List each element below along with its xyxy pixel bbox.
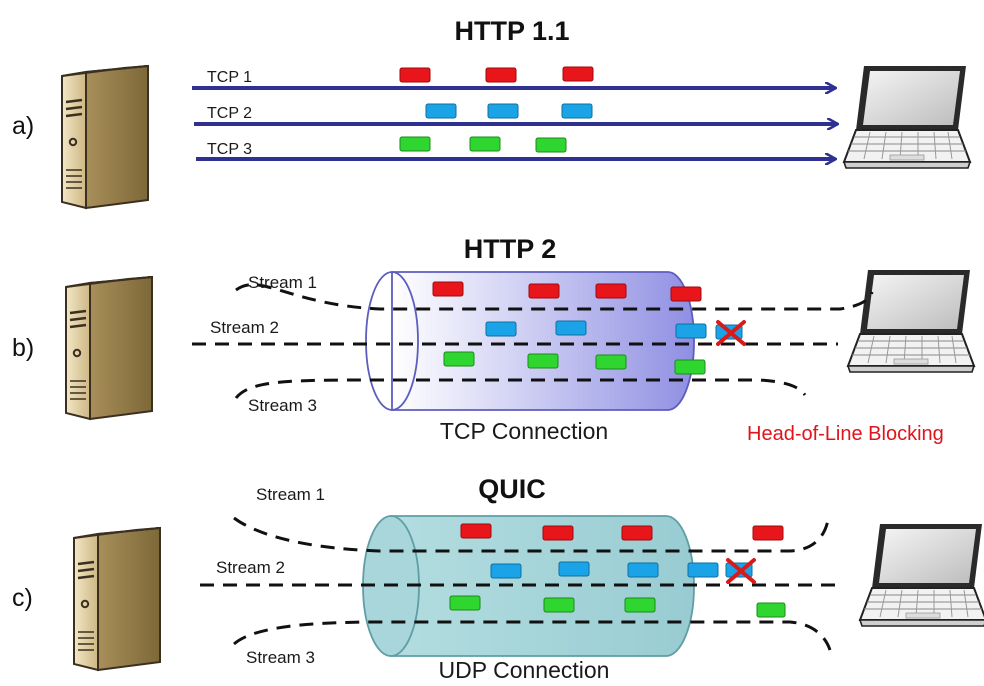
- packet: [756, 602, 786, 618]
- udp-connection-label: UDP Connection: [439, 657, 610, 683]
- quic-stream1-label: Stream 1: [256, 485, 325, 504]
- http11-packets: [399, 66, 594, 153]
- server-icon: [60, 64, 150, 210]
- blocked-x-icon: [725, 558, 756, 584]
- packet: [674, 359, 706, 375]
- quic-stream3-label: Stream 3: [246, 648, 315, 667]
- server-icon: [64, 275, 154, 421]
- tcp1-label: TCP 1: [207, 69, 252, 86]
- packet: [487, 103, 519, 119]
- packet: [555, 320, 587, 336]
- packet: [399, 67, 431, 83]
- packet: [425, 103, 457, 119]
- tcp-connection-label: TCP Connection: [440, 418, 608, 444]
- http2-stream2-label: Stream 2: [210, 318, 279, 337]
- tcp-connection-pipe: [365, 271, 695, 411]
- packet: [627, 562, 659, 578]
- head-of-line-blocking-label: Head-of-Line Blocking: [747, 423, 944, 445]
- laptop-icon: [859, 523, 984, 627]
- section-title-quic: QUIC: [478, 474, 546, 504]
- packet: [670, 286, 702, 302]
- packet: [528, 283, 560, 299]
- packet: [469, 136, 501, 152]
- section-title-http2: HTTP 2: [464, 234, 557, 264]
- packet: [562, 66, 594, 82]
- packet: [595, 354, 627, 370]
- http2-packets: [432, 281, 707, 375]
- packet: [675, 323, 707, 339]
- section-title-http11: HTTP 1.1: [454, 16, 569, 46]
- packet: [542, 525, 574, 541]
- packet: [561, 103, 593, 119]
- packet: [595, 283, 627, 299]
- packet: [752, 525, 784, 541]
- row-label-c: c): [12, 584, 33, 612]
- blocked-x-icon: [715, 320, 746, 346]
- quic-stream2-label: Stream 2: [216, 558, 285, 577]
- packet: [535, 137, 567, 153]
- packet: [460, 523, 492, 539]
- quic-packets: [449, 523, 786, 618]
- packet: [558, 561, 590, 577]
- laptop-icon: [843, 65, 971, 169]
- packet: [490, 563, 522, 579]
- packet: [485, 321, 517, 337]
- packet: [687, 562, 719, 578]
- packet: [399, 136, 431, 152]
- laptop-icon: [847, 269, 975, 373]
- server-icon: [72, 526, 162, 672]
- packet: [624, 597, 656, 613]
- http2-stream1-label: Stream 1: [248, 273, 317, 292]
- tcp2-label: TCP 2: [207, 105, 252, 122]
- packet: [543, 597, 575, 613]
- packet: [485, 67, 517, 83]
- packet: [621, 525, 653, 541]
- row-label-b: b): [12, 334, 34, 362]
- stream1-path: [235, 283, 874, 311]
- stream3-path: [234, 378, 807, 399]
- http2-stream3-label: Stream 3: [248, 396, 317, 415]
- row-label-a: a): [12, 112, 34, 140]
- packet: [432, 281, 464, 297]
- packet: [449, 595, 481, 611]
- packet: [443, 351, 475, 367]
- packet: [527, 353, 559, 369]
- tcp3-label: TCP 3: [207, 141, 252, 158]
